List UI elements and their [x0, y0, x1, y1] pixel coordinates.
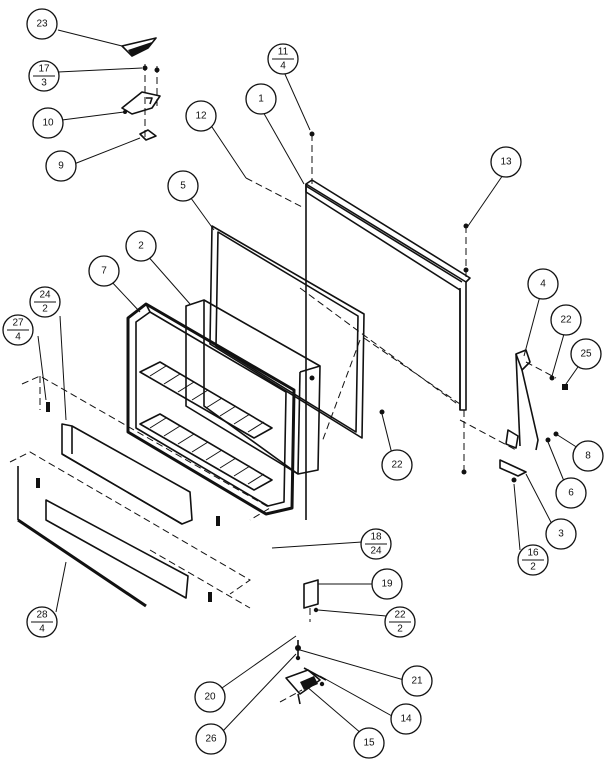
callout-25: 25 [570, 338, 602, 370]
callout-22-middle-label: 22 [391, 460, 403, 471]
callout-24-2-top: 24 [39, 290, 51, 301]
callout-6: 6 [555, 477, 587, 509]
callout-22-upper-label: 22 [560, 315, 572, 326]
callout-19: 19 [371, 568, 403, 600]
callout-14-label: 14 [400, 714, 412, 725]
right-hardware [309, 131, 568, 483]
callout-11-4-top: 11 [278, 47, 289, 58]
callout-22-2-top: 22 [394, 610, 406, 621]
part-19-bottom-hinge-bracket [303, 579, 319, 622]
callout-17-3-bottom: 3 [41, 78, 47, 89]
callout-2: 2 [125, 230, 157, 262]
callout-9-label: 9 [58, 161, 64, 172]
part-24-upper-front-rail [61, 423, 193, 525]
part-14-15-bottom-hinge [279, 669, 325, 705]
callout-1-label: 1 [258, 94, 264, 105]
part-7-drawer-frame [126, 302, 296, 516]
callout-11-4-bottom: 4 [280, 61, 286, 72]
door-gasket-dashes [321, 337, 517, 451]
callout-22-upper: 22 [550, 304, 582, 336]
callout-22-2-bottom: 2 [397, 624, 403, 635]
callout-4-label: 4 [540, 279, 546, 290]
part-2-inner-liner [185, 299, 321, 475]
callout-14: 14 [390, 703, 422, 735]
callout-23: 23 [26, 8, 58, 40]
callout-20-label: 20 [204, 692, 216, 703]
callout-15-label: 15 [363, 738, 375, 749]
callout-28-4: 28 4 [26, 606, 58, 638]
callout-3-label: 3 [558, 529, 564, 540]
callout-28-4-top: 28 [36, 610, 48, 621]
callout-16-2-bottom: 2 [530, 562, 536, 573]
callout-27-4-bottom: 4 [15, 332, 21, 343]
callout-23-label: 23 [36, 19, 48, 30]
callout-7-label: 7 [101, 266, 107, 277]
callout-24-2: 24 2 [29, 286, 61, 318]
callout-17-3: 17 3 [28, 60, 60, 92]
callout-5-label: 5 [180, 181, 186, 192]
callout-25-label: 25 [580, 349, 592, 360]
shelf-ribs [149, 365, 265, 485]
callout-17-3-top: 17 [38, 64, 50, 75]
callout-8-label: 8 [585, 451, 591, 462]
part-3-lower-bracket [499, 429, 527, 477]
callout-13-label: 13 [500, 157, 512, 168]
callout-18-24-top: 18 [370, 532, 382, 543]
callout-7: 7 [88, 255, 120, 287]
callout-4: 4 [527, 268, 559, 300]
callout-22-2: 22 2 [384, 606, 416, 638]
callout-13: 13 [490, 146, 522, 178]
door-dashed-outline [299, 184, 461, 407]
part-9-hinge-pin [139, 129, 157, 141]
callout-3: 3 [545, 518, 577, 550]
lower-rail-dashed-box [9, 451, 251, 609]
callout-16-2-top: 16 [527, 548, 539, 559]
callout-10: 10 [32, 107, 64, 139]
callout-16-2: 16 2 [517, 544, 549, 576]
callout-24-2-bottom: 2 [42, 304, 48, 315]
callout-15: 15 [353, 727, 385, 759]
callout-20: 20 [194, 681, 226, 713]
part-10-upper-hinge [121, 91, 161, 115]
callout-9: 9 [45, 150, 77, 182]
callout-18-24: 18 24 [360, 528, 392, 560]
upper-rail-dashed-box [21, 375, 271, 521]
callout-22-middle: 22 [381, 449, 413, 481]
callout-27-4: 27 4 [2, 314, 34, 346]
callout-2-label: 2 [138, 241, 144, 252]
callout-19-label: 19 [381, 579, 393, 590]
part-4-side-bracket [515, 349, 539, 451]
part-23-hinge-cover [121, 37, 157, 57]
callout-12-label: 12 [195, 111, 207, 122]
callout-6-label: 6 [568, 488, 574, 499]
callout-5: 5 [167, 170, 199, 202]
callout-18-24-bottom: 24 [370, 546, 382, 557]
part-28-lower-front-rail [17, 466, 189, 608]
callout-27-4-top: 27 [12, 318, 24, 329]
callout-8: 8 [572, 440, 604, 472]
callout-28-4-bottom: 4 [39, 624, 45, 635]
rail-fasteners [36, 402, 220, 602]
callout-1: 1 [245, 83, 277, 115]
callout-11-4: 11 4 [267, 43, 299, 75]
part-5-door-liner [209, 225, 365, 439]
hinge-screws [142, 64, 160, 140]
callout-10-label: 10 [42, 118, 54, 129]
callout-21-label: 21 [411, 676, 423, 687]
callout-26-label: 26 [205, 734, 217, 745]
callout-21: 21 [401, 665, 433, 697]
callout-26: 26 [195, 723, 227, 755]
part-1-outer-door [305, 179, 471, 520]
part-21-hinge-pin [295, 640, 327, 681]
callout-12: 12 [185, 100, 217, 132]
leader-lines [37, 29, 581, 735]
